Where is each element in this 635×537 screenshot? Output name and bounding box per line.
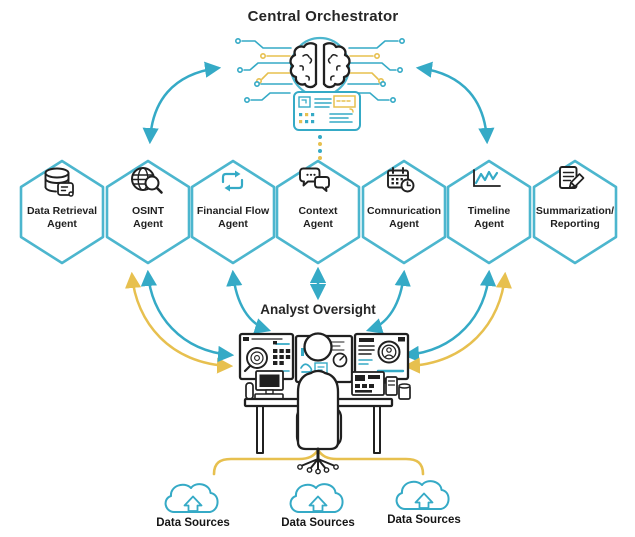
database-file-icon xyxy=(44,167,74,197)
page-title: Central Orchestrator xyxy=(247,8,399,25)
agent-label-line2: Agent xyxy=(133,218,163,230)
agent-hex-financial-flow: Financial Flow Agent xyxy=(189,159,277,265)
agent-label-line1: OSINT xyxy=(131,205,165,217)
agent-label-line2: Agent xyxy=(218,218,248,230)
analyst-oversight-label: Analyst Oversight xyxy=(260,302,376,317)
agent-label-line1: Summarization/ xyxy=(535,205,615,217)
data-sources-label: Data Sources xyxy=(281,517,355,529)
line-chart-icon xyxy=(473,169,501,187)
agent-label-line1: Financial Flow xyxy=(196,205,270,217)
calendar-clock-icon xyxy=(387,167,415,193)
cloud-upload-icon xyxy=(395,480,450,510)
agent-hex-data-retrieval: Data Retrieval Agent xyxy=(18,159,106,265)
agent-hex-communication: Comnurication Agent xyxy=(360,159,448,265)
desk-accessories xyxy=(245,370,411,400)
analyst-workstation-icon xyxy=(238,332,411,475)
globe-magnifier-icon xyxy=(131,167,163,194)
analyst-person-icon xyxy=(295,332,343,475)
cycle-arrows-icon xyxy=(221,170,244,192)
agent-label-line2: Agent xyxy=(474,218,504,230)
cloud-upload-icon xyxy=(289,483,344,513)
agent-hex-summarization: Summarization/ Reporting xyxy=(531,159,619,265)
agent-hex-timeline: Timeline Agent xyxy=(445,159,533,265)
agent-label-line2: Reporting xyxy=(550,218,600,230)
desk-leg xyxy=(256,403,264,454)
agent-label-line1: Timeline xyxy=(467,205,511,217)
agent-label-line2: Agent xyxy=(47,218,77,230)
agent-hex-context: Context Agent xyxy=(274,159,362,265)
agent-hex-osint: OSINT Agent xyxy=(104,159,192,265)
speech-bubbles-icon xyxy=(299,167,330,192)
orchestrator-link-arrows xyxy=(142,61,495,145)
agent-label-line2: Agent xyxy=(303,218,333,230)
desk-leg xyxy=(373,403,381,454)
circuit-traces xyxy=(235,37,405,104)
agent-monitor-arrows xyxy=(125,269,512,374)
agent-label-line2: Agent xyxy=(389,218,419,230)
document-pencil-icon xyxy=(559,166,585,189)
dashboard-icon xyxy=(293,91,361,131)
orchestrator-dotted-link xyxy=(318,135,322,160)
agent-label-line1: Comnurication xyxy=(366,205,442,217)
agent-label-line1: Context xyxy=(298,205,338,217)
cloud-upload-icon xyxy=(164,483,219,513)
agent-label-line1: Data Retrieval xyxy=(26,205,98,217)
data-sources-label: Data Sources xyxy=(387,514,461,526)
brain-icon xyxy=(289,36,351,98)
data-sources-label: Data Sources xyxy=(156,517,230,529)
